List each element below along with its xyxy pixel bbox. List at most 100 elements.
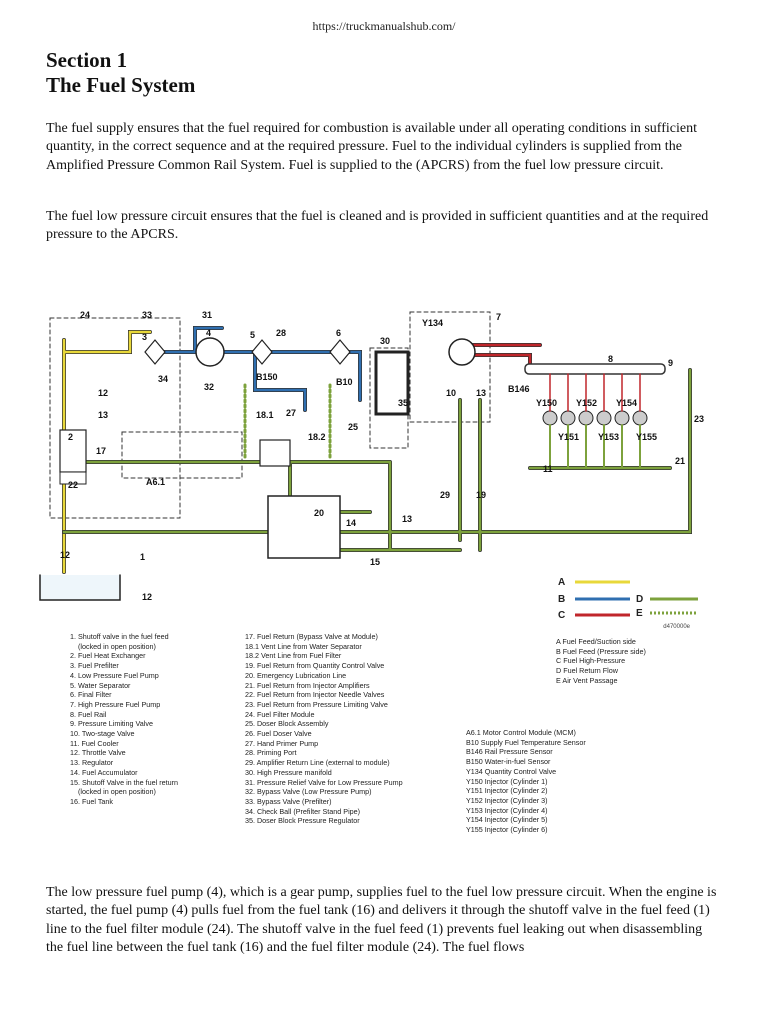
legend-item: 4. Low Pressure Fuel Pump	[70, 670, 159, 680]
callout-label: 21	[675, 456, 685, 466]
legend-item: 5. Water Separator	[70, 680, 131, 690]
legend-item: 13. Regulator	[70, 758, 114, 768]
callout-label: 12	[98, 388, 108, 398]
callout-label: B10	[336, 377, 353, 387]
callout-label: Y154	[616, 398, 637, 408]
fuel-rail	[524, 363, 666, 375]
legend-item: Y153 Injector (Cylinder 4)	[466, 805, 548, 815]
legend-item: 3. Fuel Prefilter	[70, 661, 119, 671]
callout-label: 30	[380, 336, 390, 346]
legend-item: Y152 Injector (Cylinder 3)	[466, 795, 548, 805]
legend-item: 9. Pressure Limiting Valve	[70, 719, 153, 729]
callout-label: 35	[398, 398, 408, 408]
callout-label: 13	[98, 410, 108, 420]
callout-label: 28	[276, 328, 286, 338]
callout-label: 12	[142, 592, 152, 602]
callout-label: 8	[608, 354, 613, 364]
components-list-2: 17. Fuel Return (Bypass Valve at Module)…	[245, 632, 403, 826]
callout-label: 24	[80, 310, 90, 320]
legend-item: 19. Fuel Return from Quantity Control Va…	[245, 661, 385, 671]
callout-label: A6.1	[146, 477, 165, 487]
callout-label: 18.2	[308, 432, 326, 442]
fuel-tank	[39, 574, 121, 601]
callout-label: 29	[440, 490, 450, 500]
pump-paragraph: The low pressure fuel pump (4), which is…	[46, 885, 717, 955]
legend-item: 29. Amplifier Return Line (external to m…	[245, 758, 390, 768]
legend-item: Y150 Injector (Cylinder 1)	[466, 776, 548, 786]
legend-item: 26. Fuel Doser Valve	[245, 729, 312, 739]
callout-label: 9	[668, 358, 673, 368]
water-separator	[251, 339, 273, 365]
fuel-prefilter	[144, 339, 166, 365]
svg-text:C: C	[558, 610, 565, 621]
callout-label: 5	[250, 330, 255, 340]
legend-item: 12. Throttle Valve	[70, 748, 126, 758]
callout-label: 7	[496, 312, 501, 322]
legend-item: B146 Rail Pressure Sensor	[466, 747, 553, 757]
callout-label: B146	[508, 384, 530, 394]
legend-item: Y155 Injector (Cylinder 6)	[466, 825, 548, 835]
legend-item: 34. Check Ball (Prefilter Stand Pipe)	[245, 806, 361, 816]
legend-item: Y154 Injector (Cylinder 5)	[466, 815, 548, 825]
callout-label: 1	[140, 552, 145, 562]
callout-label: 11	[543, 464, 553, 474]
legend-item: 28. Priming Port	[245, 748, 297, 758]
callout-label: 20	[314, 508, 324, 518]
page-title: Section 1 The Fuel System	[46, 48, 195, 98]
callout-label: 34	[158, 374, 168, 384]
module-29-outline	[121, 431, 243, 479]
callout-label: Y134	[422, 318, 443, 328]
callout-label: Y150	[536, 398, 557, 408]
legend-item: 11. Fuel Cooler	[70, 738, 119, 748]
section-number: Section 1	[46, 48, 128, 72]
legend-item: 25. Doser Block Assembly	[245, 719, 329, 729]
legend-item: 24. Fuel Filter Module	[245, 709, 315, 719]
legend-item: (locked in open position)	[70, 641, 156, 651]
source-url[interactable]: https://truckmanualshub.com/	[312, 19, 456, 33]
legend-item: B150 Water-in-fuel Sensor	[466, 757, 551, 767]
legend-item: 16. Fuel Tank	[70, 796, 114, 806]
callout-label: 22	[68, 480, 78, 490]
intro-paragraph: The fuel supply ensures that the fuel re…	[46, 121, 697, 173]
legend-item: C Fuel High-Pressure	[556, 656, 626, 666]
components-list-3: A6.1 Motor Control Module (MCM)B10 Suppl…	[466, 728, 586, 835]
callout-label: 2	[68, 432, 73, 442]
callout-label: B150	[256, 372, 278, 382]
svg-text:A: A	[558, 577, 565, 588]
svg-text:D: D	[636, 594, 643, 605]
injectors	[542, 410, 648, 426]
svg-text:E: E	[636, 608, 643, 619]
legend-item: 2. Fuel Heat Exchanger	[70, 651, 146, 661]
high-pressure-pump	[448, 338, 476, 366]
low-pressure-pump	[195, 337, 225, 367]
legend-item: D Fuel Return Flow	[556, 666, 618, 676]
low-pressure-paragraph: The fuel low pressure circuit ensures th…	[46, 209, 709, 243]
legend-item: B Fuel Feed (Pressure side)	[556, 646, 646, 656]
svg-text:B: B	[558, 594, 565, 605]
callout-label: 32	[204, 382, 214, 392]
callout-label: 6	[336, 328, 341, 338]
callout-label: Y151	[558, 432, 579, 442]
callout-label: 27	[286, 408, 296, 418]
line-legend: A B C D E	[558, 577, 698, 621]
callout-label: 15	[370, 557, 380, 567]
callout-label: Y152	[576, 398, 597, 408]
callout-label: 13	[476, 388, 486, 398]
legend-item: 18.1 Vent Line from Water Separator	[245, 641, 362, 651]
legend-item: 15. Shutoff Valve in the fuel return	[70, 777, 179, 787]
callout-label: 13	[402, 514, 412, 524]
legend-item: E Air Vent Passage	[556, 675, 618, 685]
legend-item: 8. Fuel Rail	[70, 709, 107, 719]
callout-label: 19	[476, 490, 486, 500]
legend-item: 23. Fuel Return from Pressure Limiting V…	[245, 699, 388, 709]
section-title: The Fuel System	[46, 73, 196, 97]
legend-item: Y151 Injector (Cylinder 2)	[466, 786, 548, 796]
legend-item: 32. Bypass Valve (Low Pressure Pump)	[245, 787, 372, 797]
pump-module-outline	[409, 311, 491, 423]
legend-item: A6.1 Motor Control Module (MCM)	[466, 728, 576, 737]
legend-item: 18.2 Vent Line from Fuel Filter	[245, 651, 342, 661]
legend-item: 14. Fuel Accumulator	[70, 767, 138, 777]
legend-item: A Fuel Feed/Suction side	[556, 637, 636, 646]
